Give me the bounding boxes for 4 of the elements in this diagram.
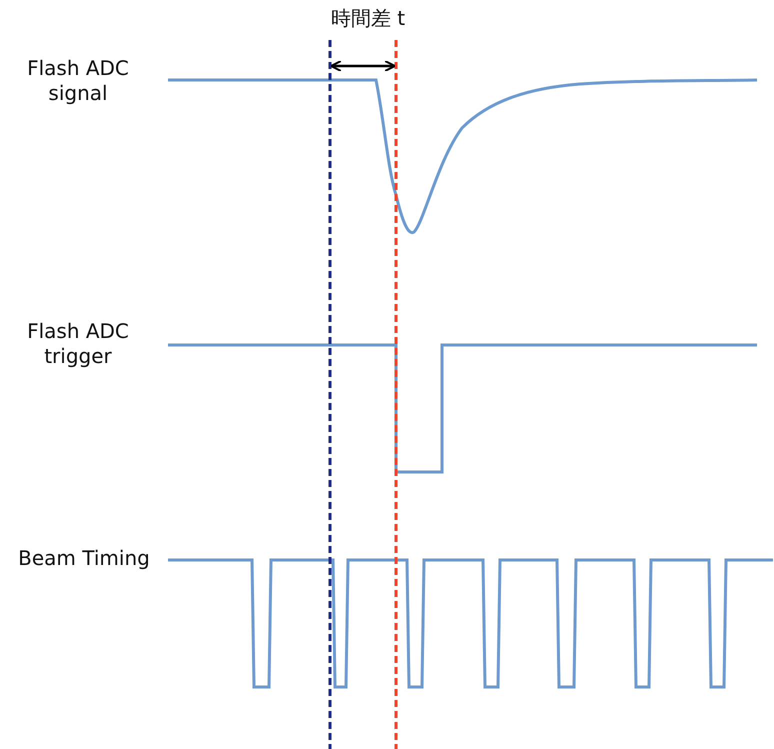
signal-label: Beam Timing — [17, 546, 151, 571]
signal-label: Flash ADC signal — [26, 56, 130, 106]
dimension-label: 時間差 t — [330, 6, 406, 31]
signal-label: Flash ADC trigger — [26, 319, 130, 369]
